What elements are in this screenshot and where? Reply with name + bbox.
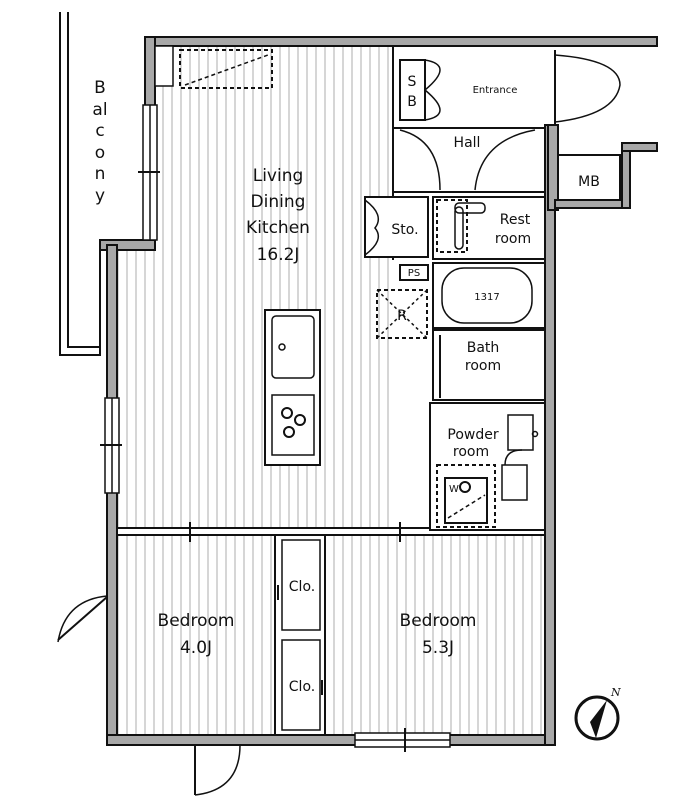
bathtub-label: 1317 [474,292,499,303]
bedroom-left-size: 4.0J [180,638,212,658]
ldk-size: 16.2J [257,245,300,265]
restroom-label-2: room [495,231,531,247]
kitchen-upper-cabinet [179,49,273,89]
kitchen-island [264,309,321,466]
closet-top-label: Clo. [289,579,315,595]
entrance-label: Entrance [473,85,518,96]
restroom-label-1: Rest [500,212,531,228]
washer-label: W [449,484,459,495]
bedroom-bottom-door[interactable] [194,744,241,796]
windows [100,45,451,752]
balcony [59,12,101,356]
bedroom-left-door[interactable] [57,595,108,643]
storage-label: Sto. [391,222,418,238]
bathroom-label-1: Bath [467,340,500,356]
bedroom-left-label: Bedroom [158,611,235,631]
bedroom-left-floor [117,535,277,735]
meter-box [557,154,621,201]
shoe-box-label-1: S [408,74,417,90]
bathroom-label-2: room [465,358,501,374]
ldk-floor [117,46,395,530]
ldk-label-line1: Living [253,166,304,186]
shoe-box-label-2: B [407,94,417,110]
powder-room-label-2: room [453,444,489,460]
compass-icon: N [574,686,621,741]
bedroom-right-label: Bedroom [400,611,477,631]
compass-north-label: N [610,686,621,699]
balcony-label: Balcony [92,78,108,206]
sink-icon [271,315,315,379]
hall-label: Hall [454,135,481,151]
bedroom-right-size: 5.3J [422,638,454,658]
pipe-space-label: PS [408,268,420,279]
powder-room-label-1: Powder [447,427,498,443]
bedroom-right-floor [325,535,545,735]
closets: Clo. Clo. [274,534,326,736]
ldk-label-line2: Dining [251,192,306,212]
closet-bottom-label: Clo. [289,679,315,695]
entrance-door[interactable] [554,50,621,125]
meter-box-label: MB [578,174,600,190]
service-rooms [364,46,546,531]
ldk-label-line3: Kitchen [246,218,310,238]
stove-icon [271,394,315,456]
refrigerator-label: R [397,308,407,324]
